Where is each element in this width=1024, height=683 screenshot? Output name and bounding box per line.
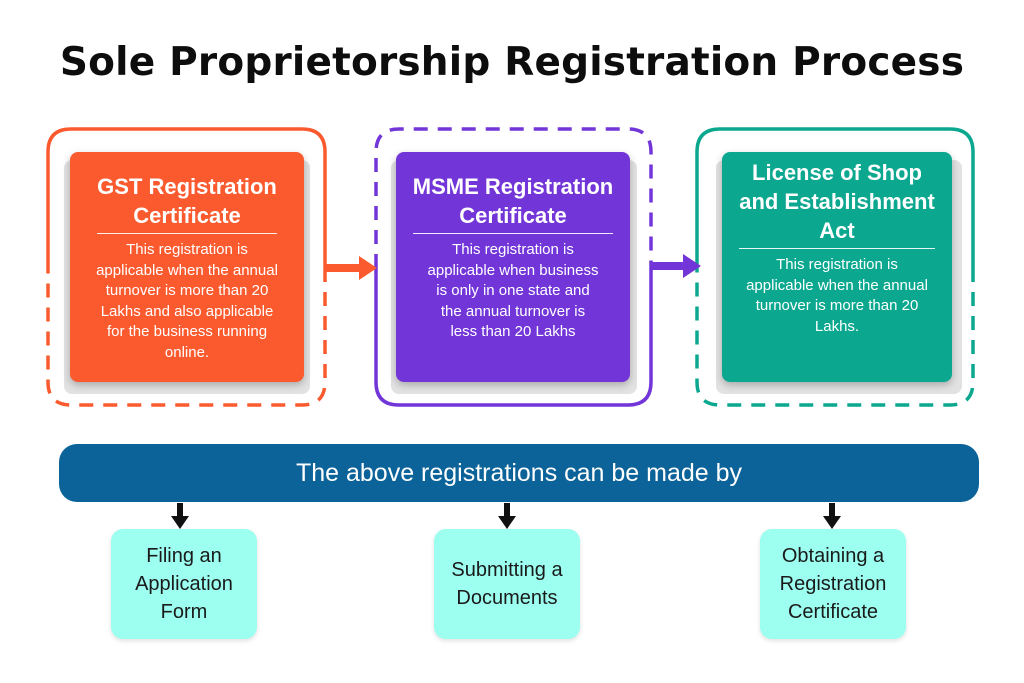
arrow-down-icon: [171, 503, 189, 529]
msme-heading: MSME Registration Certificate: [412, 172, 614, 234]
page-title: Sole Proprietorship Registration Process: [59, 40, 965, 85]
gst-description: This registration is applicable when the…: [96, 241, 278, 361]
shop-heading: License of Shop and Establishment Act: [739, 158, 935, 249]
arrow-down-icon: [823, 503, 841, 529]
banner-text: The above registrations can be made by: [295, 458, 743, 487]
method-submitting-documents: Submitting a Documents: [434, 529, 580, 639]
gst-frame: [46, 127, 327, 407]
msme-card: MSME Registration Certificate This regis…: [396, 152, 630, 382]
gst-card: GST Registration Certificate This regist…: [70, 152, 304, 382]
method-filing-application-form: Filing an Application Form: [111, 529, 257, 639]
arrow-right-icon: [325, 256, 377, 280]
shop-description: This registration is applicable when the…: [746, 256, 928, 335]
msme-description: This registration is applicable when bus…: [427, 241, 599, 340]
method-obtaining-registration-certificate: Obtaining a Registration Certificate: [760, 529, 906, 639]
gst-heading: GST Registration Certificate: [97, 172, 277, 234]
msme-frame: [374, 127, 653, 407]
arrow-down-icon: [498, 503, 516, 529]
shop-frame: [695, 127, 975, 407]
arrow-right-icon: [651, 254, 701, 278]
shop-card: License of Shop and Establishment Act Th…: [722, 152, 952, 382]
methods-banner: The above registrations can be made by: [59, 444, 979, 502]
